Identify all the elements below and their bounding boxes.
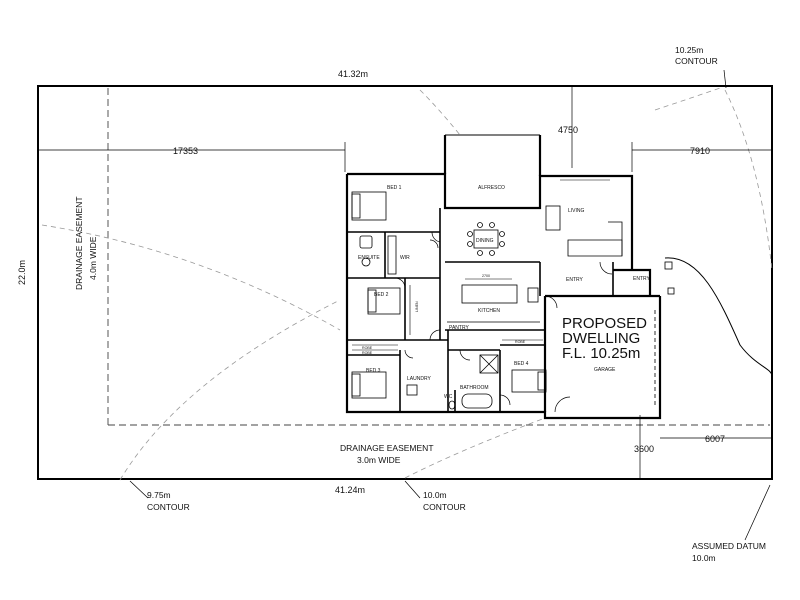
- room-wir-label: WIR: [400, 255, 410, 261]
- bottom-easement-title: DRAINAGE EASEMENT: [340, 443, 434, 453]
- contour-bottom-mid-label: CONTOUR: [423, 502, 466, 512]
- room-kitchen-label: KITCHEN: [478, 308, 500, 314]
- room-entry-label: ENTRY: [566, 277, 584, 283]
- room-bed4-label: BED 4: [514, 361, 529, 367]
- contour-top-right-label: CONTOUR: [675, 56, 718, 66]
- room-robe2-label: ROBE: [362, 351, 373, 355]
- kitchen-bench-dim: 2700: [482, 274, 490, 278]
- left-easement-title: DRAINAGE EASEMENT: [74, 196, 84, 290]
- robe-shelves: [352, 285, 543, 351]
- dwelling-line1: PROPOSED: [562, 315, 647, 332]
- side-depth-label: 22.0m: [17, 260, 27, 285]
- driveway-curve: [664, 257, 773, 376]
- dwelling-line2: DWELLING: [562, 330, 640, 347]
- room-entry-porch-label: ENTRY: [633, 276, 651, 282]
- right-setback-label: 7910: [690, 146, 710, 156]
- left-easement-width: 4.0m WIDE: [88, 236, 98, 280]
- meter-box-2: [667, 287, 675, 295]
- contour-bottom-left-level: 9.75m: [147, 490, 171, 500]
- datum-label: ASSUMED DATUM: [692, 541, 766, 551]
- room-garage-label: GARAGE: [594, 367, 616, 373]
- room-bed3-label: BED 3: [366, 368, 381, 374]
- bottom-easement-width: 3.0m WIDE: [357, 455, 401, 465]
- room-pantry-label: PANTRY: [449, 325, 469, 331]
- room-dining-label: DINING: [476, 238, 494, 244]
- bottom-frontage-label: 41.24m: [335, 485, 365, 495]
- room-robe3-label: ROBE: [515, 340, 526, 344]
- top-frontage-label: 41.32m: [338, 69, 368, 79]
- room-laundry-label: LAUNDRY: [407, 376, 431, 382]
- alfresco-setback-label: 4750: [558, 125, 578, 135]
- room-ensuite-label: ENSUITE: [358, 255, 380, 261]
- room-linen-label: LINEN: [415, 301, 419, 312]
- datum-level: 10.0m: [692, 553, 716, 563]
- internal-walls: [347, 208, 614, 412]
- door-swings: [394, 231, 613, 413]
- contour-lines: [41, 87, 773, 481]
- room-robe1-label: ROBE: [362, 346, 373, 350]
- room-bed1-label: BED 1: [387, 185, 402, 191]
- room-bed2-label: BED 2: [374, 292, 389, 298]
- room-wc-label: WC: [444, 394, 453, 400]
- contour-bottom-left-label: CONTOUR: [147, 502, 190, 512]
- site-boundary: [37, 85, 773, 480]
- front-setback-label: 3600: [634, 444, 654, 454]
- house-walls: [345, 134, 662, 420]
- easement-lines: [107, 88, 770, 426]
- dwelling-line3: F.L. 10.25m: [562, 345, 640, 362]
- furniture: [351, 175, 656, 410]
- left-setback-label: 17353: [173, 146, 198, 156]
- side-offset-label: 6007: [705, 434, 725, 444]
- meter-box: [664, 261, 673, 270]
- room-living-label: LIVING: [568, 208, 585, 214]
- contour-bottom-mid-level: 10.0m: [423, 490, 447, 500]
- room-bathroom-label: BATHROOM: [460, 385, 489, 391]
- dimension-lines: [38, 69, 772, 541]
- contour-top-right-level: 10.25m: [675, 45, 703, 55]
- room-alfresco-label: ALFRESCO: [478, 185, 505, 191]
